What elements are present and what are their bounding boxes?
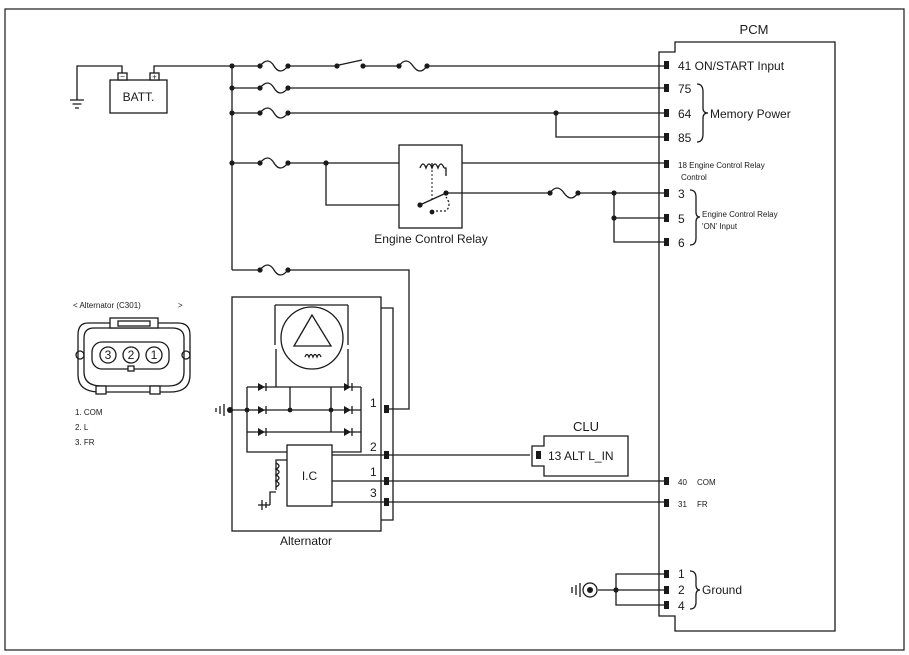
pcm-pin-3-label: 3 xyxy=(678,187,685,201)
pcm-pin-41-label: 41 ON/START Input xyxy=(678,59,785,73)
pcm-ground-pin-4-label: 4 xyxy=(678,599,685,613)
connector-title-end: > xyxy=(178,301,183,310)
pcm-pin-31-name: FR xyxy=(697,500,708,509)
pcm-ground-circuit xyxy=(571,573,664,606)
memory-power-brace xyxy=(696,83,709,143)
connector-pin-2: 2 xyxy=(128,348,135,362)
alternator: Alternator I.C 1 2 xyxy=(215,296,394,548)
pcm-module: PCM xyxy=(658,22,836,632)
battery-ground-icon xyxy=(70,99,84,109)
connector-legend-3: 3. FR xyxy=(75,438,95,447)
engine-control-relay: Engine Control Relay xyxy=(374,144,488,246)
battery: − + BATT. xyxy=(109,72,168,114)
connector-pin-3: 3 xyxy=(105,348,112,362)
pcm-title: PCM xyxy=(740,22,769,37)
battery-ground-wire xyxy=(76,65,123,100)
clu-pin-label: 13 ALT L_IN xyxy=(548,449,614,463)
alternator-pin-2-label: 2 xyxy=(370,440,377,454)
pcm-pin-18-label-line2: Control xyxy=(681,173,707,182)
engine-control-relay-label: Engine Control Relay xyxy=(374,232,487,246)
alternator-pin-3-label: 3 xyxy=(370,486,377,500)
diagram-frame xyxy=(4,8,905,651)
ecr-on-input-label-line2: 'ON' Input xyxy=(702,222,738,231)
connector-title: < Alternator (C301) xyxy=(73,301,141,310)
alternator-label: Alternator xyxy=(280,534,332,548)
alternator-b-plus-circuit xyxy=(232,264,410,410)
pcm-pin-40-name: COM xyxy=(697,478,716,487)
memory-power-label: Memory Power xyxy=(710,107,791,121)
memory-power-64-85-circuit xyxy=(232,107,664,138)
clu-module: CLU 13 ALT L_IN xyxy=(531,419,629,477)
pcm-pins xyxy=(664,61,669,609)
battery-positive-bus xyxy=(153,65,233,270)
connector-legend-2: 2. L xyxy=(75,423,89,432)
alternator-ic-label: I.C xyxy=(302,469,318,483)
memory-power-75-circuit xyxy=(232,82,664,94)
alternator-connector-c301: < Alternator (C301) > 3 2 1 1. COM 2. L … xyxy=(73,301,191,447)
ecr-on-input-circuit xyxy=(446,187,664,243)
pcm-ground-pin-1-label: 1 xyxy=(678,567,685,581)
ecr-on-input-label: Engine Control Relay xyxy=(702,210,778,219)
clu-title: CLU xyxy=(573,419,599,434)
connector-pin-1: 1 xyxy=(151,348,158,362)
battery-label: BATT. xyxy=(123,90,155,104)
pcm-pin-6-label: 6 xyxy=(678,236,685,250)
ground-brace xyxy=(689,570,701,610)
connector-legend-1: 1. COM xyxy=(75,408,103,417)
svg-text:+: + xyxy=(152,73,157,82)
pcm-pin-85-label: 85 xyxy=(678,131,692,145)
pcm-pin-40-label: 40 xyxy=(678,478,687,487)
alternator-pin-1b-label: 1 xyxy=(370,465,377,479)
pcm-ground-pin-2-label: 2 xyxy=(678,583,685,597)
ground-label: Ground xyxy=(702,583,742,597)
ecr-on-input-brace xyxy=(689,189,701,246)
alternator-pin-1-label: 1 xyxy=(370,396,377,410)
on-start-circuit xyxy=(232,59,664,72)
pcm-pin-18-label: 18 Engine Control Relay xyxy=(678,161,765,170)
pcm-pin-5-label: 5 xyxy=(678,212,685,226)
svg-text:−: − xyxy=(120,72,125,81)
pcm-pin-75-label: 75 xyxy=(678,82,692,96)
pcm-pin-31-label: 31 xyxy=(678,500,687,509)
pcm-pin-64-label: 64 xyxy=(678,107,692,121)
